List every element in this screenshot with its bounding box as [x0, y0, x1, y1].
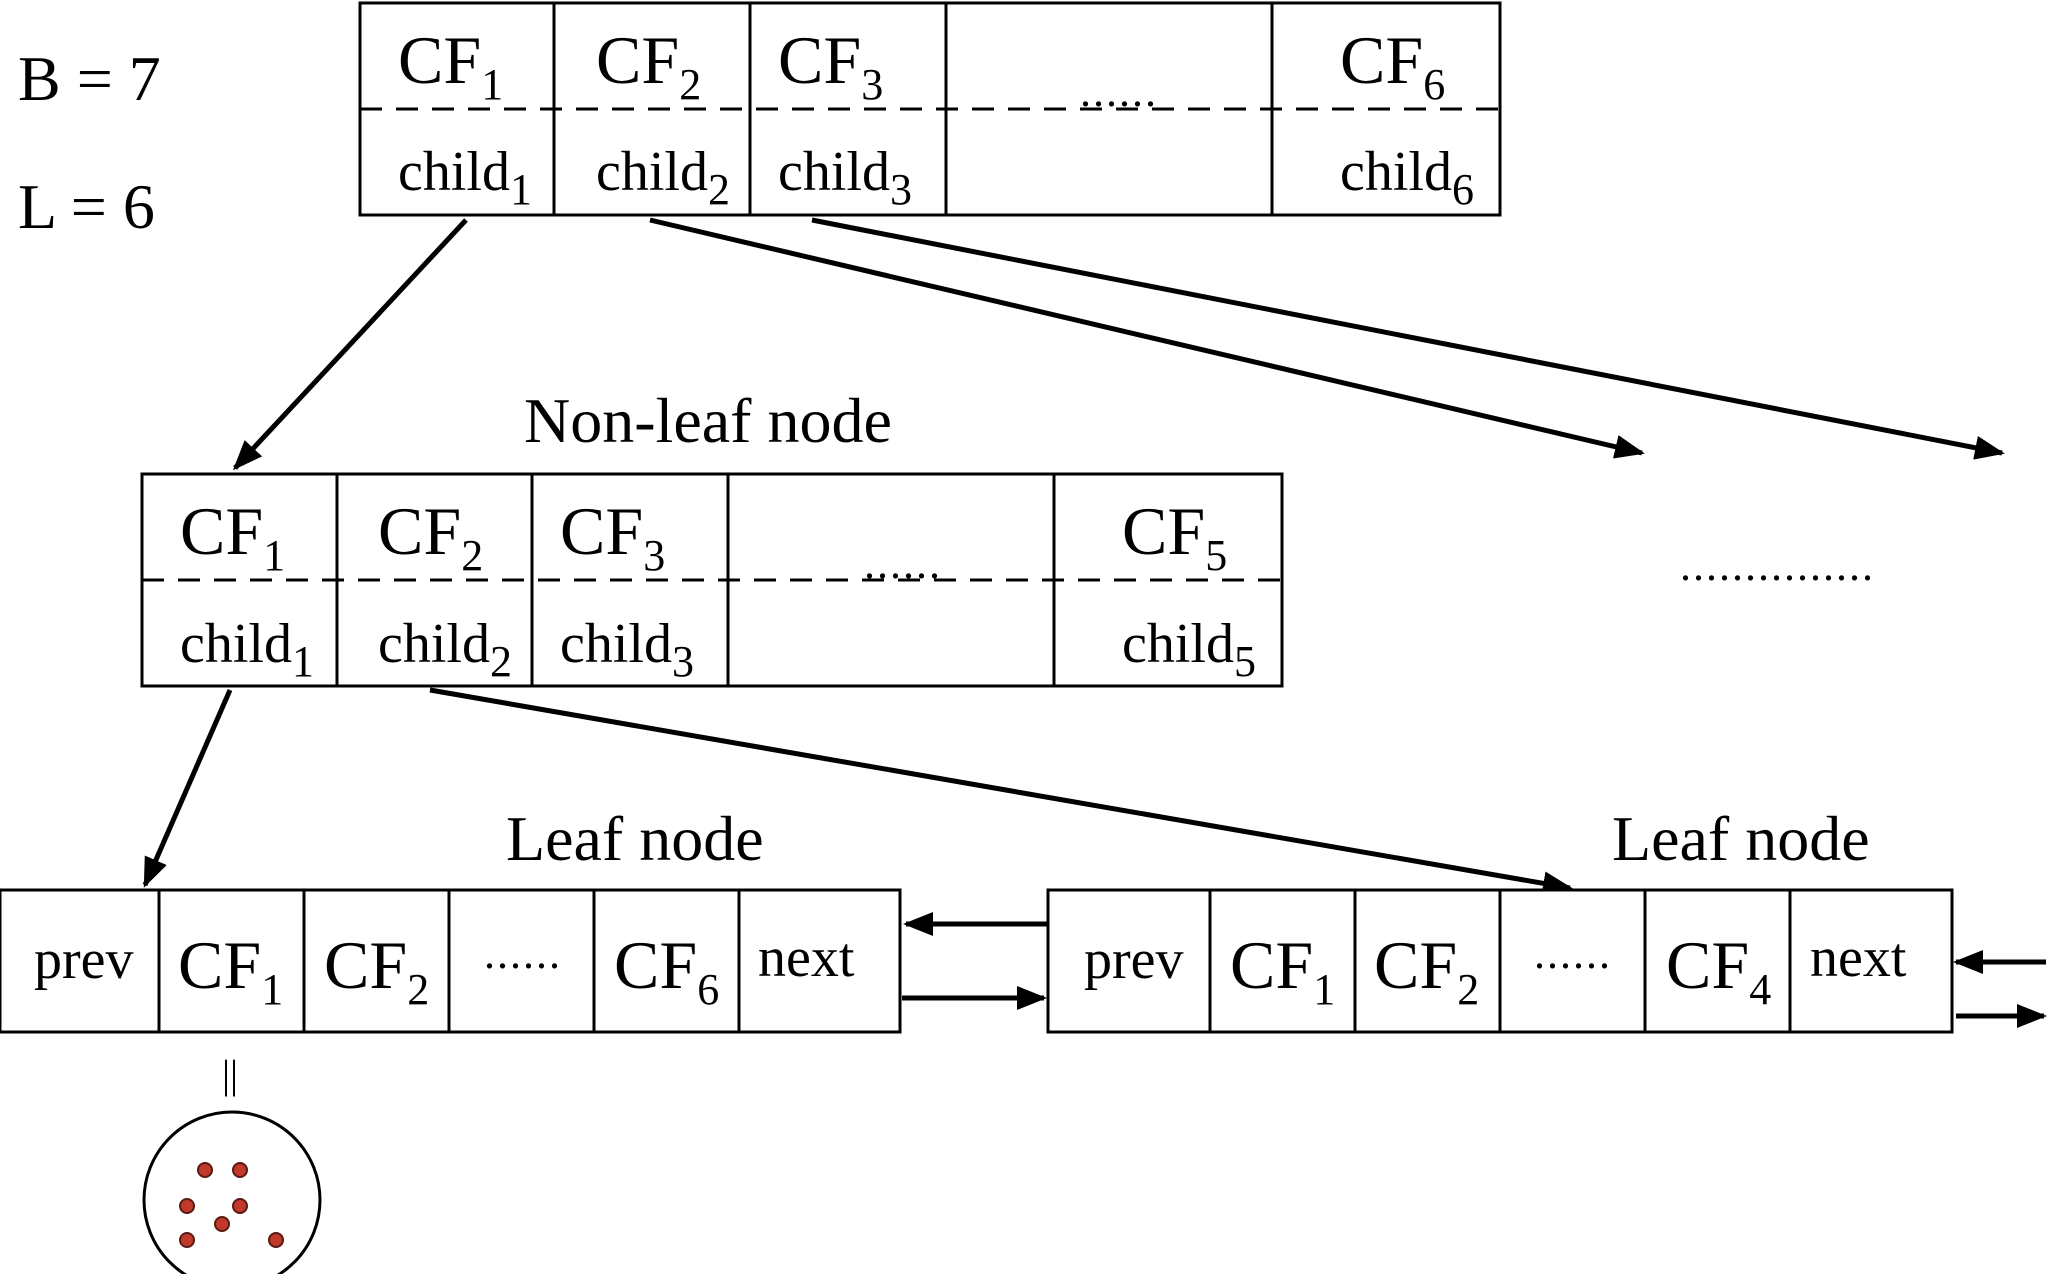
- cluster-point: [232, 1198, 248, 1214]
- child-subscript: 1: [510, 165, 532, 214]
- param-b: B = 7: [18, 43, 161, 114]
- child-subscript: 3: [672, 637, 694, 686]
- leaf1-title: Leaf node: [506, 803, 764, 874]
- svg-text:child1: child1: [180, 613, 314, 686]
- child-label: child: [378, 613, 490, 675]
- nonleaf-title: Non-leaf node: [524, 385, 892, 456]
- child-label: child: [1340, 141, 1452, 203]
- nonleaf-cell-3: CF3 child3: [560, 493, 694, 686]
- cf-subscript: 2: [461, 531, 483, 580]
- child-label: child: [398, 141, 510, 203]
- cf-subscript: 1: [263, 531, 285, 580]
- arrow-nonleaf-child2: [429, 687, 1573, 896]
- arrow-nonleaf-child1: [142, 689, 233, 888]
- svg-text:child2: child2: [378, 613, 512, 686]
- leaf1-cf2: CF2: [324, 927, 429, 1014]
- cf-subscript: 2: [679, 60, 701, 109]
- child-subscript: 6: [1452, 165, 1474, 214]
- svg-text:CF3: CF3: [560, 493, 665, 580]
- cf-label: CF: [378, 493, 461, 569]
- cf-label: CF: [560, 493, 643, 569]
- nonleaf-cell-1: CF1 child1: [180, 493, 314, 686]
- equals-mark: ||: [222, 1052, 238, 1097]
- child-label: child: [596, 141, 708, 203]
- leaf1-prev: prev: [34, 929, 134, 991]
- cluster-point: [179, 1198, 195, 1214]
- svg-text:child2: child2: [596, 141, 730, 214]
- leaf2-prev: prev: [1084, 929, 1184, 991]
- nonleaf-node: CF1 child1 CF2 child2 CF3 child3 ...... …: [140, 472, 1284, 688]
- svg-text:child3: child3: [778, 141, 912, 214]
- leaf2-cf4: CF4: [1666, 927, 1771, 1014]
- leaf1-ellipsis: ......: [484, 929, 562, 978]
- svg-text:CF6: CF6: [1340, 22, 1445, 109]
- cf-label: CF: [596, 22, 679, 98]
- child-label: child: [778, 141, 890, 203]
- side-ellipsis: ...............: [1680, 541, 1875, 590]
- svg-text:CF5: CF5: [1122, 493, 1227, 580]
- child-subscript: 1: [292, 637, 314, 686]
- leaf-node-2: prev CF1 CF2 ...... CF4 next: [1046, 888, 1954, 1034]
- child-subscript: 5: [1234, 637, 1256, 686]
- cluster-point: [232, 1162, 248, 1178]
- arrow-root-child1: [232, 218, 468, 471]
- cf-label: CF: [778, 22, 861, 98]
- child-label: child: [180, 613, 292, 675]
- leaf1-cf1: CF1: [178, 927, 283, 1014]
- nonleaf-cell-5: CF5 child5: [1122, 493, 1256, 686]
- cf-label: CF: [180, 493, 263, 569]
- svg-text:CF2: CF2: [378, 493, 483, 580]
- cluster-point: [268, 1232, 284, 1248]
- leaf2-title: Leaf node: [1612, 803, 1870, 874]
- cf-subscript: 3: [643, 531, 665, 580]
- root-node: CF1 child1 CF2 child2 CF3 child3 ...... …: [358, 1, 1502, 217]
- svg-text:CF1: CF1: [398, 22, 503, 109]
- root-cell-5: CF6 child6: [1340, 22, 1474, 214]
- svg-text:child5: child5: [1122, 613, 1256, 686]
- cluster-points: [179, 1162, 284, 1248]
- cluster-point: [179, 1232, 195, 1248]
- root-cell-1: CF1 child1: [398, 22, 532, 214]
- leaf2-cf1: CF1: [1230, 927, 1335, 1014]
- cf-subscript: 1: [481, 60, 503, 109]
- cf-subscript: 3: [861, 60, 883, 109]
- root-cell-2: CF2 child2: [596, 22, 730, 214]
- svg-text:child6: child6: [1340, 141, 1474, 214]
- cf-subscript: 6: [1423, 60, 1445, 109]
- cf-subscript: 5: [1205, 531, 1227, 580]
- child-subscript: 2: [708, 165, 730, 214]
- root-cell-3: CF3 child3: [778, 22, 912, 214]
- leaf-node-1: prev CF1 CF2 ...... CF6 next: [0, 888, 902, 1034]
- leaf1-cf6: CF6: [614, 927, 719, 1014]
- svg-text:CF2: CF2: [596, 22, 701, 109]
- svg-text:child3: child3: [560, 613, 694, 686]
- leaf2-cf2: CF2: [1374, 927, 1479, 1014]
- leaf2-ellipsis: ......: [1534, 929, 1612, 978]
- cluster-point: [214, 1216, 230, 1232]
- cf-label: CF: [1340, 22, 1423, 98]
- leaf1-next: next: [758, 927, 855, 989]
- arrow-root-child3: [811, 217, 2005, 460]
- child-label: child: [1122, 613, 1234, 675]
- nonleaf-ellipsis: ......: [864, 539, 942, 588]
- svg-text:child1: child1: [398, 141, 532, 214]
- arrow-root-child2: [649, 217, 1645, 459]
- child-label: child: [560, 613, 672, 675]
- param-l: L = 6: [18, 171, 155, 242]
- nonleaf-cell-2: CF2 child2: [378, 493, 512, 686]
- child-subscript: 3: [890, 165, 912, 214]
- cf-label: CF: [1122, 493, 1205, 569]
- cf-label: CF: [398, 22, 481, 98]
- cluster-point: [197, 1162, 213, 1178]
- svg-text:CF3: CF3: [778, 22, 883, 109]
- svg-text:CF1: CF1: [180, 493, 285, 580]
- cluster-circle: [142, 1110, 322, 1274]
- child-subscript: 2: [490, 637, 512, 686]
- leaf2-next: next: [1810, 927, 1907, 989]
- root-ellipsis: ......: [1080, 67, 1158, 116]
